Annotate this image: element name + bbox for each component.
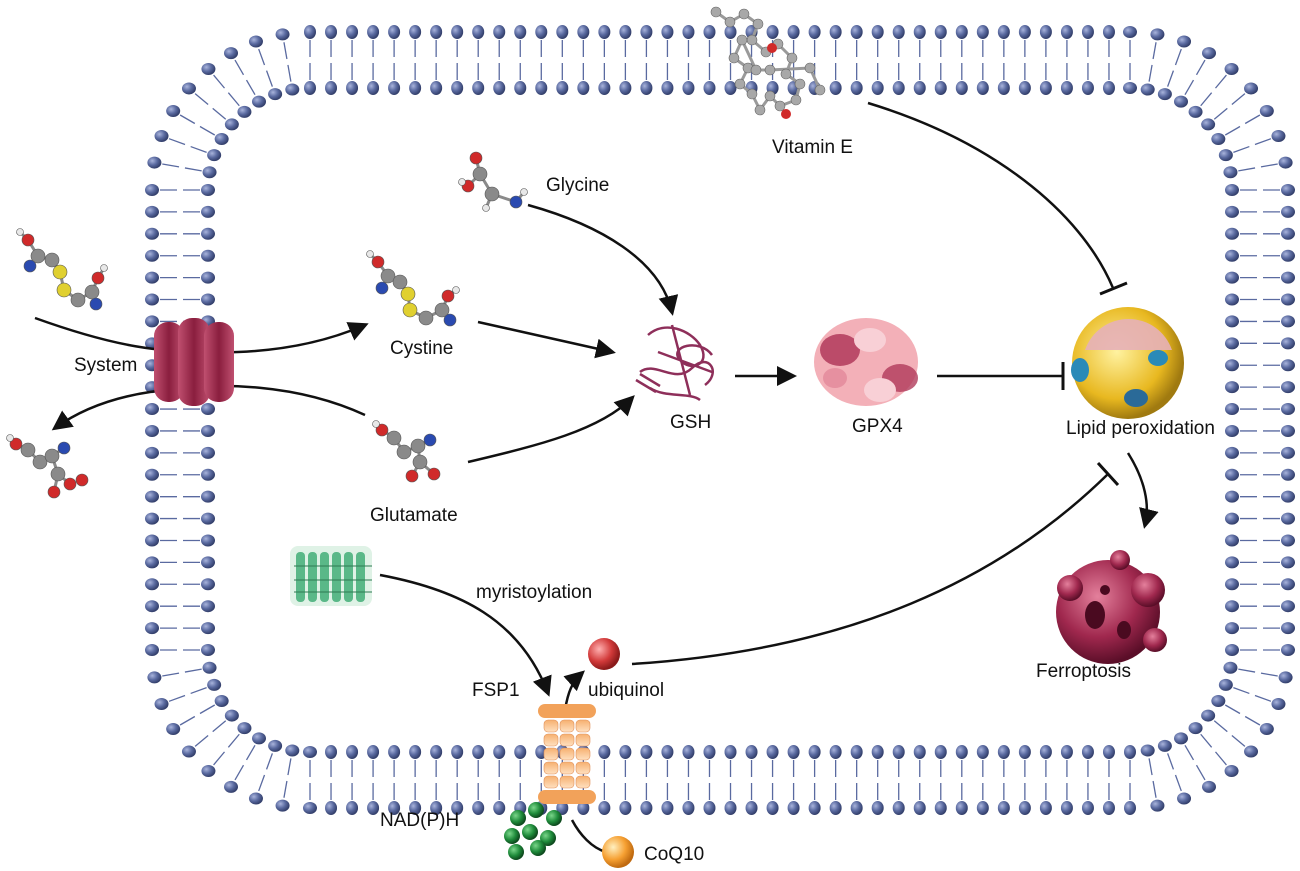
label-nadph: NAD(P)H — [380, 810, 460, 831]
nadph-beads — [504, 802, 562, 860]
ferroptosis-cell — [1056, 550, 1167, 664]
system-transporter — [154, 318, 234, 406]
gpx4-protein — [814, 318, 918, 406]
molecules — [6, 151, 528, 499]
label-myristoylation: myristoylation — [476, 582, 593, 603]
pathway-arrows — [34, 101, 1159, 854]
label-gpx4: GPX4 — [852, 416, 903, 437]
label-glutamate: Glutamate — [370, 505, 458, 526]
label-cystine: Cystine — [390, 338, 454, 359]
label-system: System — [74, 355, 138, 376]
label-glycine: Glycine — [546, 175, 610, 196]
lipid-droplet — [1071, 307, 1184, 419]
coq10-substrate-line — [570, 819, 607, 854]
arrow-myristoylation — [379, 573, 552, 697]
coq10-bead — [602, 836, 634, 868]
inhibit-ubiquinol-lipid — [631, 473, 1109, 666]
arrow-cystine-to-gsh — [477, 320, 616, 359]
inhibit-bar-vitaminE — [1099, 281, 1128, 296]
label-ferroptosis: Ferroptosis — [1036, 661, 1132, 682]
label-ubiquinol: ubiquinol — [588, 680, 665, 701]
label-coq10: CoQ10 — [644, 844, 705, 865]
label-lipid-peroxidation: Lipid peroxidation — [1066, 418, 1215, 439]
myristoyl-protein — [290, 546, 372, 606]
label-gsh: GSH — [670, 412, 712, 433]
arrow-lipid-to-ferroptosis — [1126, 452, 1159, 529]
cell-membrane — [145, 25, 1295, 815]
ubiquinol-bead — [588, 638, 620, 670]
fsp1-transporter — [538, 704, 596, 804]
label-vitamin-e: Vitamin E — [772, 137, 853, 158]
inhibit-bar-ubiquinol — [1096, 461, 1120, 487]
gsh-protein — [635, 324, 714, 402]
arrow-glutamate-to-gsh — [467, 395, 635, 464]
vitamin-e-molecule — [710, 6, 826, 119]
inhibit-vitaminE-lipid — [867, 101, 1115, 289]
arrow-glycine-to-gsh — [527, 203, 679, 316]
label-fsp1: FSP1 — [472, 680, 520, 701]
